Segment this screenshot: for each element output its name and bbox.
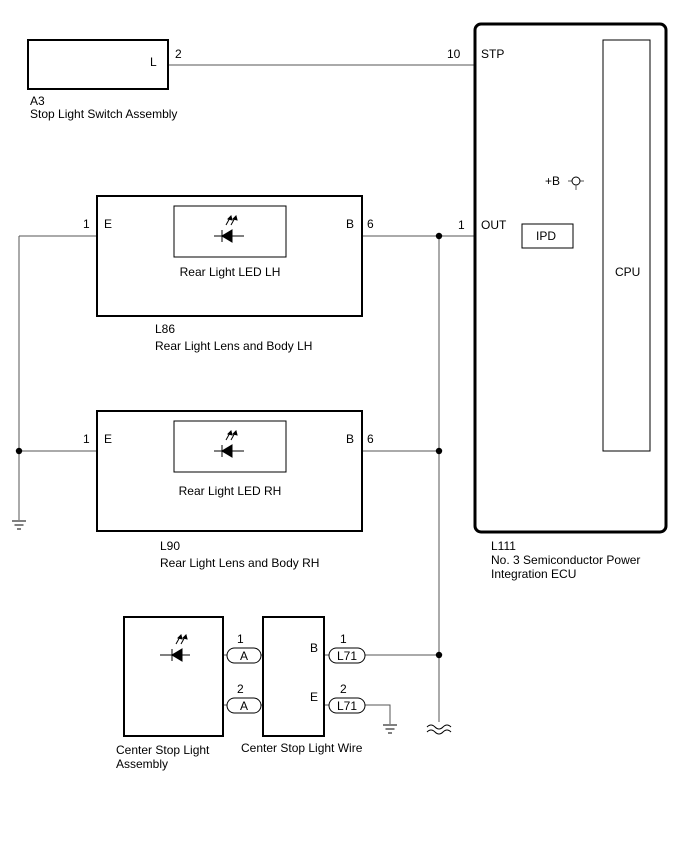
pin-name: OUT xyxy=(481,218,507,232)
pin-name: B xyxy=(310,641,318,655)
led-icon xyxy=(160,634,190,662)
cpu-box xyxy=(602,39,651,452)
stop-light-switch-box xyxy=(27,39,169,90)
connector-code: A xyxy=(240,649,248,663)
component-code: L90 xyxy=(160,539,180,553)
connector-pin: 1 xyxy=(340,632,347,646)
ipd-box xyxy=(521,223,574,249)
connector-pin: 1 xyxy=(237,632,244,646)
connector-code: A xyxy=(240,699,248,713)
pin-name: E xyxy=(310,690,318,704)
pin-name: E xyxy=(104,217,112,231)
rear-light-lh: Rear Light LED LH E 1 B 6 L86 Rear Light… xyxy=(83,195,374,353)
connector-pin: 2 xyxy=(237,682,244,696)
led-icon xyxy=(214,215,244,243)
pin-number: 6 xyxy=(367,217,374,231)
component-name-line2: Integration ECU xyxy=(491,567,576,581)
center-stop-light-wire: B E Center Stop Light Wire xyxy=(241,616,363,755)
component-name-line2: Assembly xyxy=(116,757,168,771)
connector-pin: 2 xyxy=(340,682,347,696)
connector-pill: 1 A xyxy=(226,632,262,664)
connector-outline xyxy=(328,697,366,714)
pin-name: B xyxy=(346,217,354,231)
junctions xyxy=(15,232,443,659)
junction-dot xyxy=(435,232,443,240)
component-name: Center Stop Light Wire xyxy=(241,741,363,755)
connector-code: L71 xyxy=(337,649,357,663)
junction-dot xyxy=(435,447,443,455)
plus-b-terminal-icon xyxy=(571,176,581,186)
wire-l71-2-ground xyxy=(365,704,391,724)
connector-outline xyxy=(226,647,262,664)
connector-outline xyxy=(328,647,366,664)
pin-number: 1 xyxy=(83,217,90,231)
pin-number: 6 xyxy=(367,432,374,446)
component-code: A3 xyxy=(30,94,45,108)
connector-pill: 2 A xyxy=(226,682,262,714)
pin-number: 10 xyxy=(447,47,461,61)
pin-number: 2 xyxy=(175,47,182,61)
component-name-line1: No. 3 Semiconductor Power xyxy=(491,553,640,567)
plus-b-label: +B xyxy=(545,174,560,188)
pin-name: B xyxy=(346,432,354,446)
component-name: Rear Light Lens and Body LH xyxy=(155,339,312,353)
led-label: Rear Light LED LH xyxy=(180,265,281,279)
connector-pill: 2 L71 xyxy=(328,682,366,714)
rear-light-rh: Rear Light LED RH E 1 B 6 L90 Rear Light… xyxy=(83,410,374,570)
pin-name: E xyxy=(104,432,112,446)
pin-number: 1 xyxy=(458,218,465,232)
junction-dot xyxy=(15,447,23,455)
component-name: Stop Light Switch Assembly xyxy=(30,107,177,121)
center-stop-light-box xyxy=(123,616,224,737)
cpu-label: CPU xyxy=(615,265,640,279)
center-stop-light-wire-box xyxy=(262,616,325,737)
wire-break-icon xyxy=(426,724,452,735)
ecu: CPU IPD +B 10 STP 1 OUT L111 No. 3 Semic… xyxy=(447,22,668,581)
connector-outline xyxy=(226,697,262,714)
pin-number: 1 xyxy=(83,432,90,446)
center-stop-light-assembly: Center Stop Light Assembly xyxy=(116,616,224,771)
component-code: L86 xyxy=(155,322,175,336)
connectors: 1 A 2 A 1 L71 2 L71 xyxy=(226,632,366,714)
ground-icon xyxy=(12,520,26,530)
component-name-line1: Center Stop Light xyxy=(116,743,210,757)
junction-dot xyxy=(435,651,443,659)
pin-name: L xyxy=(150,55,157,69)
connector-code: L71 xyxy=(337,699,357,713)
connector-pill: 1 L71 xyxy=(328,632,366,664)
ipd-label: IPD xyxy=(536,229,556,243)
pin-name: STP xyxy=(481,47,504,61)
component-code: L111 xyxy=(491,539,516,553)
led-icon xyxy=(214,430,244,458)
component-name: Rear Light Lens and Body RH xyxy=(160,556,319,570)
led-label: Rear Light LED RH xyxy=(179,484,282,498)
stop-light-switch: L 2 A3 Stop Light Switch Assembly xyxy=(27,39,182,121)
ground-icon xyxy=(383,724,397,734)
